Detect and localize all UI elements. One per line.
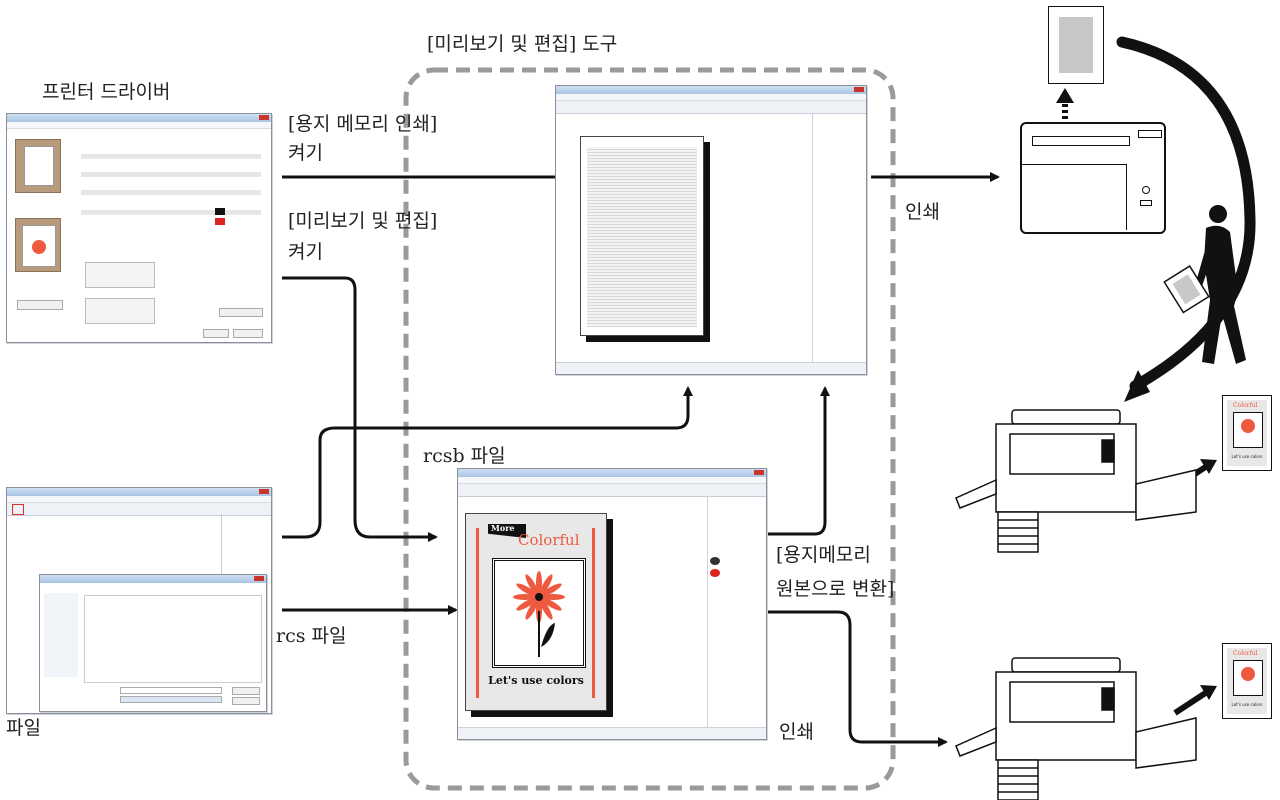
color-output-bottom-title: Colorful xyxy=(1233,650,1258,657)
printed-page xyxy=(1048,6,1104,84)
color-output-top-title: Colorful xyxy=(1233,402,1258,409)
printer-driver-label: 프린터 드라이버 xyxy=(42,81,171,103)
rcs-file-label: rcs 파일 xyxy=(276,625,347,647)
open-dialog xyxy=(39,574,267,712)
flower-icon xyxy=(513,571,565,657)
memory-print-label-2: 켜기 xyxy=(288,142,323,164)
color-thumbnail xyxy=(15,218,61,272)
layout-thumbnail xyxy=(15,139,61,193)
convert-label-1: [용지메모리 xyxy=(776,544,871,566)
memory-preview-page xyxy=(580,136,704,336)
print-bottom-label: 인쇄 xyxy=(779,721,814,743)
preview-edit-label-1: [미리보기 및 편집] xyxy=(288,210,438,232)
memory-print-checkbox[interactable] xyxy=(85,262,155,288)
caption-text: Let's use colors xyxy=(488,674,584,687)
arrow-rcsb xyxy=(282,386,693,539)
cancel-open-button[interactable] xyxy=(232,697,260,705)
memory-print-label-1: [용지 메모리 인쇄] xyxy=(288,113,438,135)
arrow-preview-edit xyxy=(282,276,438,542)
cancel-button[interactable] xyxy=(233,329,263,338)
print-top-label: 인쇄 xyxy=(905,201,940,223)
printer-driver-window xyxy=(6,113,272,343)
preview-edit-checkbox[interactable] xyxy=(85,298,155,324)
colorful-text: Colorful xyxy=(518,531,580,549)
arrow-print-bottom xyxy=(765,610,948,747)
laser-printer xyxy=(1020,122,1166,234)
filename-input[interactable] xyxy=(120,687,222,694)
ok-button[interactable] xyxy=(203,329,229,338)
preview-edit-label-2: 켜기 xyxy=(288,241,323,263)
filetype-select[interactable] xyxy=(120,696,222,703)
register-button[interactable] xyxy=(17,300,63,310)
open-file-window xyxy=(6,487,272,714)
color-output-top-caption: Let's use colors xyxy=(1231,454,1263,459)
color-output-bottom: Colorful Let's use colors xyxy=(1222,643,1272,719)
preview-window-top xyxy=(555,85,867,375)
convert-label-2: 원본으로 변환] xyxy=(776,578,895,600)
more-text: More xyxy=(491,523,515,533)
colorful-page: More Colorful xyxy=(465,513,607,711)
open-button[interactable] xyxy=(232,687,260,695)
open-folder-icon[interactable] xyxy=(12,504,24,515)
arrow-convert xyxy=(765,386,830,536)
default-button[interactable] xyxy=(219,308,263,317)
flower-frame xyxy=(492,558,586,668)
rcsb-file-label: rcsb 파일 xyxy=(423,445,506,467)
tool-title: [미리보기 및 편집] 도구 xyxy=(427,33,618,55)
more-flag xyxy=(488,524,526,538)
preview-window-bottom: More Colorful xyxy=(457,468,767,740)
color-output-bottom-caption: Let's use colors xyxy=(1231,702,1263,707)
arrow-curve-person xyxy=(1116,36,1256,392)
color-output-top: Colorful Let's use colors xyxy=(1222,395,1272,471)
file-label: 파일 xyxy=(6,717,41,739)
